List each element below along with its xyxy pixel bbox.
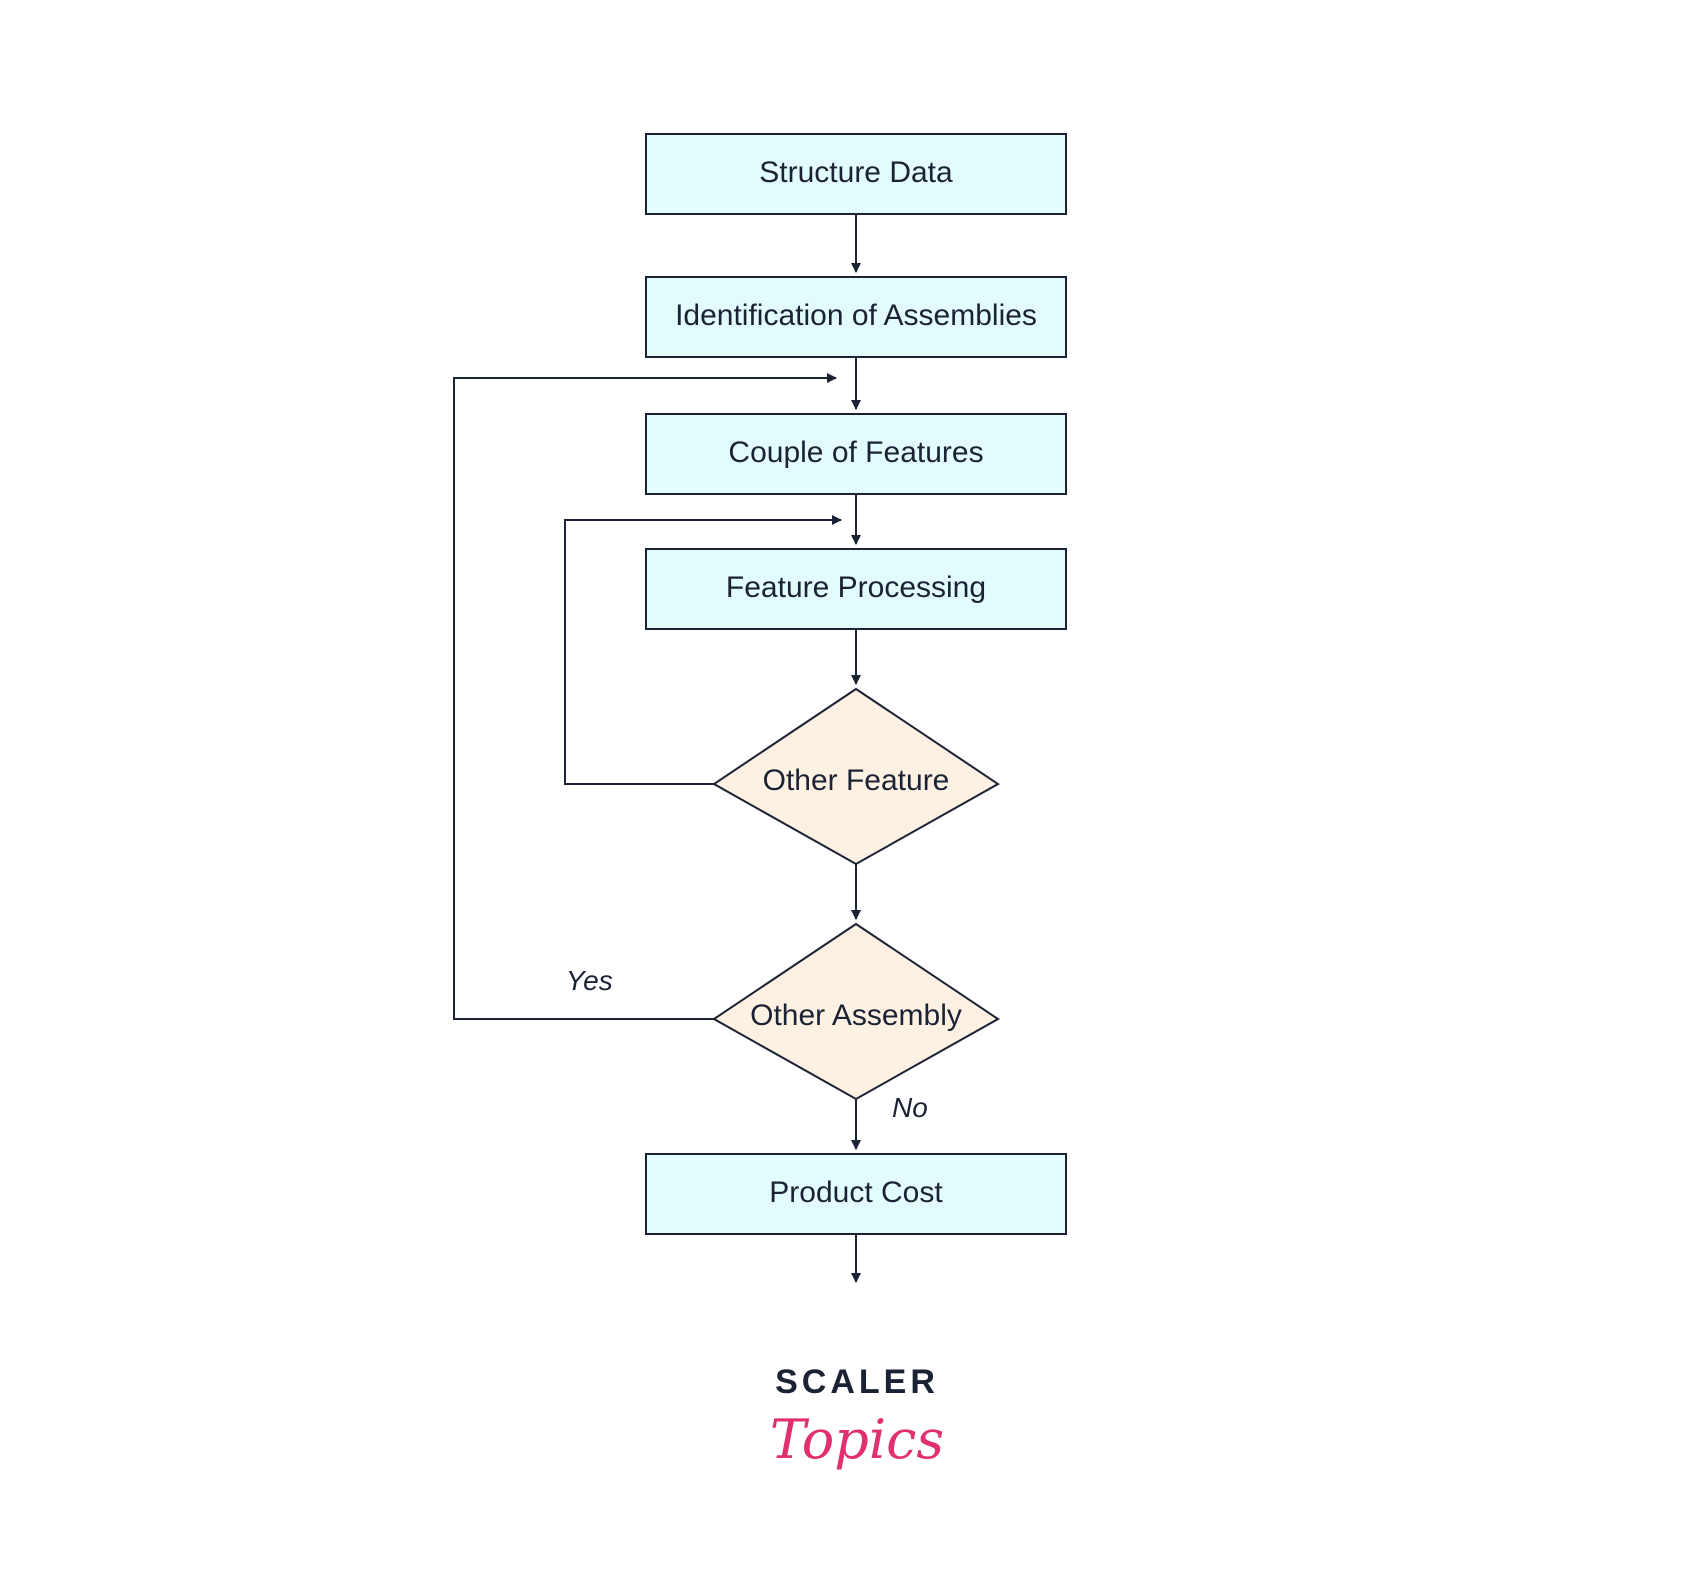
node-label: Other Feature bbox=[763, 764, 950, 797]
edge-label-yes: Yes bbox=[566, 965, 613, 996]
brand-top-text: SCALER bbox=[775, 1363, 939, 1401]
node-other-feature: Other Feature bbox=[712, 687, 1000, 866]
node-label: Feature Processing bbox=[726, 571, 986, 604]
node-feature-processing: Feature Processing bbox=[645, 548, 1067, 630]
node-label: Structure Data bbox=[759, 156, 953, 189]
node-label: Product Cost bbox=[769, 1176, 943, 1209]
scaler-topics-logo: SCALER Topics bbox=[770, 1363, 944, 1471]
node-label: Couple of Features bbox=[728, 436, 983, 469]
node-couple-of-features: Couple of Features bbox=[645, 413, 1067, 495]
node-label: Identification of Assemblies bbox=[675, 299, 1037, 332]
process-box bbox=[645, 1153, 1067, 1235]
loop-other-assembly-back bbox=[453, 373, 837, 1020]
brand-bottom-text: Topics bbox=[770, 1408, 944, 1471]
process-box bbox=[645, 276, 1067, 358]
node-other-assembly: Other Assembly bbox=[712, 922, 1000, 1101]
process-box bbox=[645, 548, 1067, 630]
process-box bbox=[645, 133, 1067, 215]
edge-label-no: No bbox=[892, 1092, 928, 1123]
node-product-cost: Product Cost bbox=[645, 1153, 1067, 1235]
node-identification-of-assemblies: Identification of Assemblies bbox=[645, 276, 1067, 358]
process-box bbox=[645, 413, 1067, 495]
node-label: Other Assembly bbox=[750, 999, 962, 1032]
node-structure-data: Structure Data bbox=[645, 133, 1067, 215]
loop-other-feature-back bbox=[564, 515, 842, 785]
